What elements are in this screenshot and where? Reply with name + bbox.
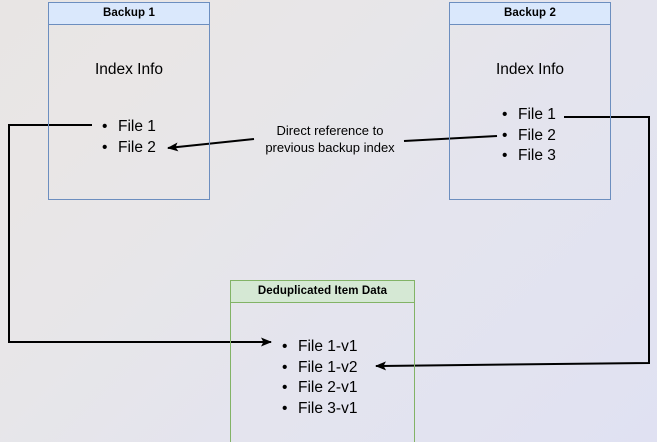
list-item: File 2-v1 xyxy=(282,378,357,399)
list-item: File 1-v1 xyxy=(282,337,357,358)
backup1-index-label: Index Info xyxy=(94,61,164,78)
list-item: File 3-v1 xyxy=(282,399,357,420)
backup1-file-list: File 1 File 2 xyxy=(102,117,156,158)
direct-reference-caption: Direct reference to previous backup inde… xyxy=(265,123,395,155)
backup2-box: Backup 2 Index Info File 1 File 2 File 3 xyxy=(449,2,611,200)
backup1-body: Index Info File 1 File 2 xyxy=(49,25,209,199)
backup2-body: Index Info File 1 File 2 File 3 xyxy=(450,25,610,199)
dedup-body: File 1-v1 File 1-v2 File 2-v1 File 3-v1 xyxy=(231,303,414,442)
backup1-header: Backup 1 xyxy=(49,3,209,25)
list-item: File 3 xyxy=(502,146,556,167)
dedup-header: Deduplicated Item Data xyxy=(231,281,414,303)
list-item: File 1 xyxy=(502,105,556,126)
list-item: File 1 xyxy=(102,117,156,138)
backup2-file-list: File 1 File 2 File 3 xyxy=(502,105,556,167)
backup2-header: Backup 2 xyxy=(450,3,610,25)
backup1-box: Backup 1 Index Info File 1 File 2 xyxy=(48,2,210,200)
list-item: File 2 xyxy=(102,138,156,159)
backup2-index-label: Index Info xyxy=(495,61,565,78)
dedup-box: Deduplicated Item Data File 1-v1 File 1-… xyxy=(230,280,415,442)
dedup-item-list: File 1-v1 File 1-v2 File 2-v1 File 3-v1 xyxy=(282,337,357,419)
list-item: File 1-v2 xyxy=(282,358,357,379)
list-item: File 2 xyxy=(502,126,556,147)
